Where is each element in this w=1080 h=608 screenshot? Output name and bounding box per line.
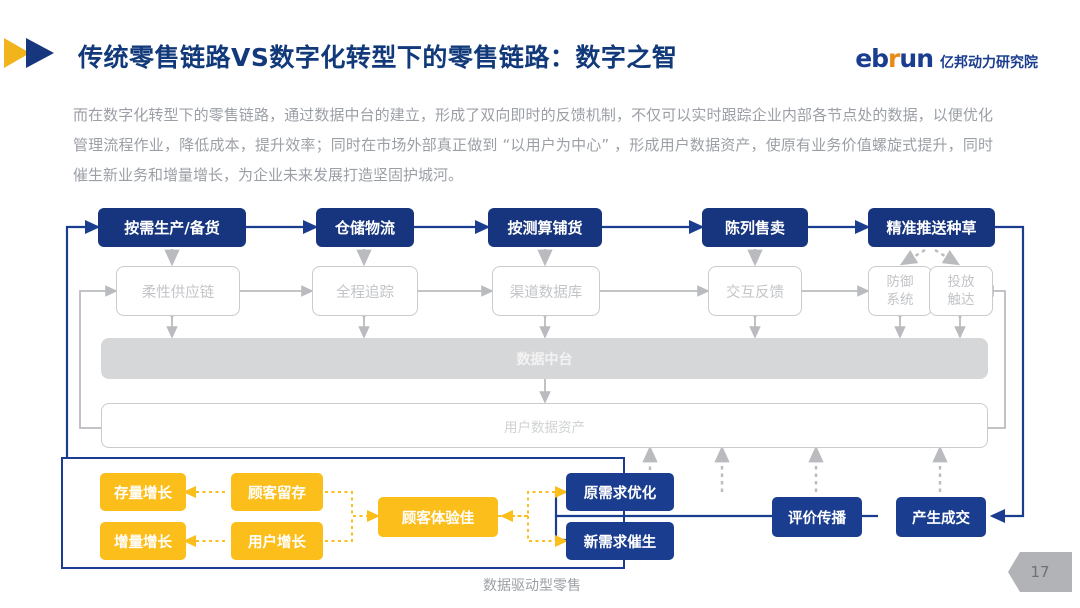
intro-paragraph-text: 而在数字化转型下的零售链路，通过数据中台的建立，形成了双向即时的反馈机制，不仅可… xyxy=(73,106,993,184)
node-label: 产生成交 xyxy=(912,510,970,527)
node-label: 精准推送种草 xyxy=(886,219,977,237)
node-stock-growth[interactable]: 存量增长 xyxy=(100,473,186,511)
node-user-growth[interactable]: 用户增长 xyxy=(231,522,323,560)
node-original-demand-optimization[interactable]: 原需求优化 xyxy=(566,473,674,511)
node-interactive-feedback[interactable]: 交互反馈 xyxy=(708,266,802,316)
node-label: 用户增长 xyxy=(248,534,306,551)
logo-text-left: eb xyxy=(855,44,889,73)
node-label: 按测算铺货 xyxy=(507,219,583,237)
node-label: 投放触达 xyxy=(947,274,975,308)
node-label: 存量增长 xyxy=(114,485,172,502)
intro-paragraph: 而在数字化转型下的零售链路，通过数据中台的建立，形成了双向即时的反馈机制，不仅可… xyxy=(73,100,993,190)
node-full-tracking[interactable]: 全程追踪 xyxy=(312,266,418,316)
page-header: 传统零售链路VS数字化转型下的零售链路：数字之智 eb r un 亿邦动力研究院 xyxy=(0,0,1080,92)
node-label: 原需求优化 xyxy=(583,485,657,502)
node-channel-database[interactable]: 渠道数据库 xyxy=(492,266,600,316)
node-precise-push[interactable]: 精准推送种草 xyxy=(868,208,995,247)
bar-label: 数据中台 xyxy=(516,351,573,368)
node-label: 按需生产/备货 xyxy=(124,219,220,237)
node-incremental-growth[interactable]: 增量增长 xyxy=(100,522,186,560)
bar-label: 用户数据资产 xyxy=(504,419,585,436)
node-flexible-supply-chain[interactable]: 柔性供应链 xyxy=(116,266,240,316)
node-great-customer-experience[interactable]: 顾客体验佳 xyxy=(378,497,498,537)
node-ad-delivery-reach[interactable]: 投放触达 xyxy=(929,266,993,316)
node-label: 仓储物流 xyxy=(334,219,395,237)
bar-user-data-asset[interactable]: 用户数据资产 xyxy=(101,403,988,448)
node-label: 顾客留存 xyxy=(248,485,306,502)
node-label: 陈列售卖 xyxy=(724,219,785,237)
node-label: 顾客体验佳 xyxy=(401,510,475,527)
node-new-demand-generation[interactable]: 新需求催生 xyxy=(566,522,674,560)
node-label: 新需求催生 xyxy=(583,534,657,551)
diagram-caption: 数据驱动型零售 xyxy=(483,578,581,594)
node-label: 评价传播 xyxy=(788,510,846,527)
page-badge-shape xyxy=(1008,552,1072,592)
logo-text-chinese: 亿邦动力研究院 xyxy=(940,55,1038,71)
chevron-logo xyxy=(4,36,80,70)
logo-text-right: un xyxy=(899,44,934,73)
page-number-text: 17 xyxy=(1030,563,1050,581)
node-calculated-distribution[interactable]: 按测算铺货 xyxy=(488,208,602,247)
node-review-spread[interactable]: 评价传播 xyxy=(772,497,862,537)
node-label: 全程追踪 xyxy=(336,284,394,301)
ebrun-logo: eb r un 亿邦动力研究院 xyxy=(855,44,1038,73)
node-label: 柔性供应链 xyxy=(141,284,215,301)
node-warehouse-logistics[interactable]: 仓储物流 xyxy=(316,208,414,247)
node-label: 交互反馈 xyxy=(726,284,784,301)
bar-data-middle-platform[interactable]: 数据中台 xyxy=(101,338,988,379)
node-defense-system[interactable]: 防御系统 xyxy=(868,266,932,316)
node-label: 增量增长 xyxy=(114,534,172,551)
node-transaction-made[interactable]: 产生成交 xyxy=(896,497,986,537)
node-customer-retention[interactable]: 顾客留存 xyxy=(231,473,323,511)
node-label: 渠道数据库 xyxy=(509,284,583,301)
page-title: 传统零售链路VS数字化转型下的零售链路：数字之智 xyxy=(78,43,678,72)
page-number-badge: 17 xyxy=(1008,552,1072,592)
logo-text-accent: r xyxy=(888,44,900,73)
node-on-demand-production[interactable]: 按需生产/备货 xyxy=(98,208,246,247)
node-display-selling[interactable]: 陈列售卖 xyxy=(702,208,808,247)
node-label: 防御系统 xyxy=(886,274,914,308)
